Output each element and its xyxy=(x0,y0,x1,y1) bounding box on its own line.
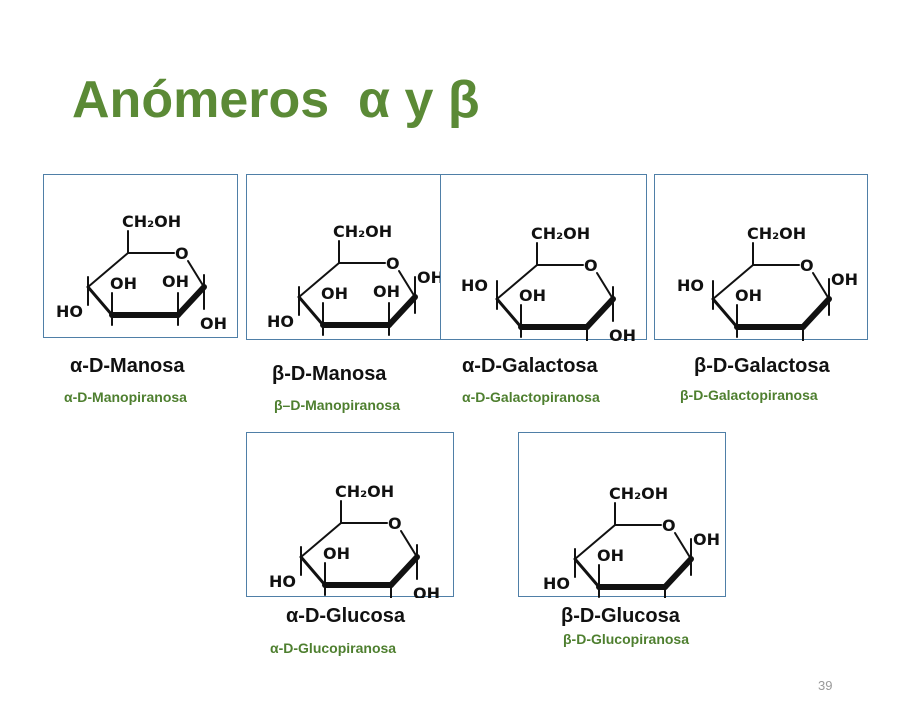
ring-bond xyxy=(574,524,616,560)
ho-label: HO xyxy=(269,572,296,591)
ring-bond-bold xyxy=(388,554,420,588)
ring-bond xyxy=(712,264,754,300)
ring-bond xyxy=(596,272,614,300)
ring-bond xyxy=(398,270,416,298)
oh-label: OH xyxy=(162,272,189,291)
ring-bond xyxy=(87,252,129,288)
ring-bond xyxy=(674,532,692,560)
label-beta-d-manose: β-D-Manosa xyxy=(272,363,387,385)
ring-bond xyxy=(812,272,830,300)
ring-bond-bold xyxy=(662,556,694,590)
oh-label: OH xyxy=(373,282,400,301)
oh-label: OH xyxy=(735,286,762,305)
ring-oxygen-label: O xyxy=(800,256,814,275)
page-number: 39 xyxy=(818,678,833,693)
ring-bond xyxy=(495,297,523,329)
oh-label: OH xyxy=(693,530,720,549)
label-beta-d-galactose: β-D-Galactosa xyxy=(694,355,830,377)
oh-label: OH xyxy=(110,274,137,293)
ch2oh-label: CH₂OH xyxy=(333,222,392,241)
oh-label: OH xyxy=(323,544,350,563)
label-alpha-d-manose: α-D-Manosa xyxy=(70,355,185,377)
ring-bond xyxy=(298,262,340,298)
ring-bond xyxy=(400,530,418,558)
ch2oh-label: CH₂OH xyxy=(335,482,394,501)
ring-oxygen-label: O xyxy=(175,244,189,263)
oh-label: OH xyxy=(609,326,636,341)
oh-label: OH xyxy=(413,584,440,598)
ring-bond xyxy=(300,522,342,558)
ch2oh-label: CH₂OH xyxy=(747,224,806,243)
ring-bond xyxy=(187,260,205,288)
card-beta-d-manose: O CH₂OH OH OH OH HO xyxy=(246,174,442,340)
alpha-d-manose-structure: O CH₂OH OH OH OH HO xyxy=(56,212,227,333)
oh-label: OH xyxy=(417,268,442,287)
ch2oh-label: CH₂OH xyxy=(609,484,668,503)
ho-label: HO xyxy=(461,276,488,295)
label-alpha-d-galactose: α-D-Galactosa xyxy=(462,355,598,377)
ho-label: HO xyxy=(267,312,294,331)
ring-bond-bold xyxy=(800,296,832,330)
ring-oxygen-label: O xyxy=(388,514,402,533)
label-alpha-d-glucose: α-D-Glucosa xyxy=(286,605,405,627)
ch2oh-label: CH₂OH xyxy=(122,212,181,231)
ring-bond xyxy=(299,555,327,587)
sublabel-beta-d-galactose: β-D-Galactopiranosa xyxy=(680,387,818,403)
oh-label: OH xyxy=(597,546,624,565)
card-alpha-d-manose: O CH₂OH OH OH OH HO xyxy=(43,174,238,338)
oh-label: OH xyxy=(200,314,227,333)
sublabel-alpha-d-galactose: α-D-Galactopiranosa xyxy=(462,389,600,405)
oh-label: OH xyxy=(831,270,858,289)
ho-label: HO xyxy=(56,302,83,321)
ring-bond-bold xyxy=(386,294,418,328)
oh-label: OH xyxy=(519,286,546,305)
ring-bond xyxy=(711,297,739,329)
sublabel-beta-d-glucose: β-D-Glucopiranosa xyxy=(563,631,689,647)
sublabel-beta-d-manose: β–D-Manopiranosa xyxy=(274,397,401,413)
sublabel-alpha-d-manose: α-D-Manopiranosa xyxy=(64,389,187,405)
ring-bond-bold xyxy=(175,284,207,318)
ring-bond xyxy=(496,264,538,300)
ring-oxygen-label: O xyxy=(386,254,400,273)
label-beta-d-glucose: β-D-Glucosa xyxy=(561,605,680,627)
slide-title: Anómeros α y β xyxy=(72,71,480,129)
ho-label: HO xyxy=(677,276,704,295)
sublabel-alpha-d-glucose: α-D-Glucopiranosa xyxy=(270,640,397,656)
ring-bond xyxy=(86,285,114,317)
ch2oh-label: CH₂OH xyxy=(531,224,590,243)
ring-bond xyxy=(297,295,325,327)
ring-oxygen-label: O xyxy=(662,516,676,535)
oh-label: OH xyxy=(321,284,348,303)
beta-d-manose-structure: O CH₂OH OH OH OH HO xyxy=(267,222,442,336)
ring-oxygen-label: O xyxy=(584,256,598,275)
ring-bond xyxy=(573,557,601,589)
ring-bond-bold xyxy=(584,296,616,330)
ho-label: HO xyxy=(543,574,570,593)
